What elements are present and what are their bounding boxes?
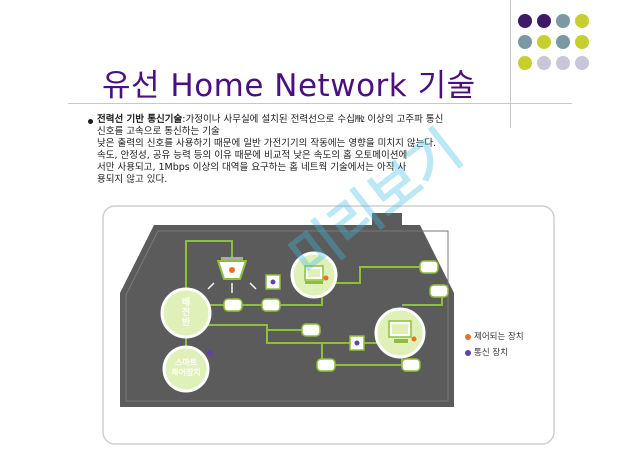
bullet-line-6: 용되지 않고 있다. [97,174,168,185]
legend-controlled-dot [465,333,471,340]
vertical-divider-line [510,0,511,128]
decorative-dot [575,14,589,28]
bullet-line-5: 서만 사용되고, 1Mbps 이상의 대역을 요구하는 홈 네트웍 기술에서는 … [97,162,407,173]
decorative-dot [537,14,551,28]
decorative-dot [518,14,532,28]
legend-controlled-label: 제어되는 장치 [474,332,524,342]
house-inner-outline [125,230,449,402]
title-underline [68,103,572,104]
decorative-dot [575,35,589,49]
decorative-dot [518,56,532,70]
legend-controlled: 제어되는 장치 [465,330,524,342]
legend-comm: 통신 장치 [465,346,508,358]
bullet-body: 전력선 기반 통신기술:가정이나 사무실에 설치된 전력선으로 수십㎒ 이상의 … [97,114,557,186]
comm-device-top [265,274,281,290]
bullet-bold-term: 전력선 기반 통신기술 [97,114,183,125]
tv-node [374,307,426,359]
legend-comm-dot [465,349,471,356]
slide-title: 유선 Home Network 기술 [102,68,476,104]
bullet-icon [88,119,93,124]
ceiling-lamp-icon [207,257,257,293]
bullet-line-1: 전력선 기반 통신기술:가정이나 사무실에 설치된 전력선으로 수십㎒ 이상의 … [97,114,557,126]
bullet-line-4: 속도, 안정성, 공유 능력 등의 이유 때문에 비교적 낮은 속도의 홈 오토… [97,150,408,161]
comm-device-smart [207,350,213,356]
smart-controller-node [162,345,210,393]
decorative-dot [556,56,570,70]
comm-device-middle [349,335,365,351]
bullet-line-3: 낮은 출력의 신호를 사용하기 때문에 일반 가전기기의 작동에는 영향을 미치… [97,138,437,149]
outlet-connectors [223,260,449,372]
distribution-panel-node [160,287,212,339]
bullet-line-2: 신호를 고속으로 통신하는 기술 [97,126,220,137]
decorative-dot [556,35,570,49]
legend-comm-label: 통신 장치 [474,348,508,358]
decorative-dot [537,56,551,70]
decorative-dot [518,35,532,49]
decorative-dot [556,14,570,28]
bullet-line-1-rest: :가정이나 사무실에 설치된 전력선으로 수십㎒ 이상의 고주파 통신 [182,114,444,125]
decorative-dot [575,56,589,70]
decorative-dot [537,35,551,49]
computer-node [290,251,338,299]
